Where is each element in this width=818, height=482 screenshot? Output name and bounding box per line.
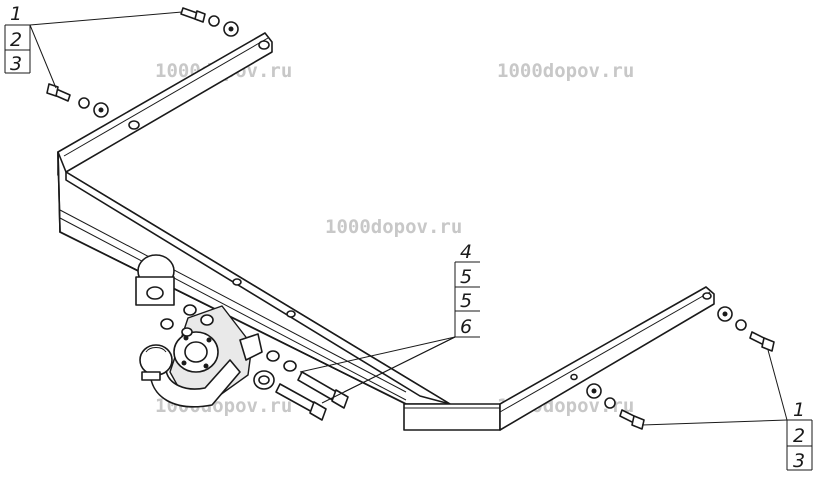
callout-top-left: 1 2 3 bbox=[4, 3, 183, 89]
callout-label-5b: 5 bbox=[460, 290, 472, 312]
watermark-center: 1000dopov.ru bbox=[325, 216, 462, 238]
main-crossbeam bbox=[57, 151, 451, 405]
callout-label-2-bottom: 2 bbox=[793, 425, 805, 447]
bolt-set-center bbox=[266, 350, 349, 421]
left-side-bracket bbox=[57, 32, 273, 228]
callout-label-5a: 5 bbox=[460, 266, 472, 288]
callout-label-4: 4 bbox=[460, 241, 472, 263]
electrical-socket bbox=[135, 254, 175, 306]
callout-label-6: 6 bbox=[460, 316, 472, 338]
callout-label-1-bottom: 1 bbox=[793, 399, 805, 421]
fastener-set-bottom bbox=[586, 306, 775, 430]
hitch-fasteners bbox=[160, 278, 296, 337]
right-side-bracket bbox=[403, 286, 715, 431]
callout-label-2: 2 bbox=[10, 29, 22, 51]
callout-label-3: 3 bbox=[10, 53, 22, 75]
watermark-top-right: 1000dopov.ru bbox=[497, 60, 634, 82]
callout-label-1: 1 bbox=[10, 3, 22, 25]
callout-label-3-bottom: 3 bbox=[793, 450, 805, 472]
callout-center: 4 5 5 6 bbox=[299, 241, 480, 404]
callout-bottom-right: 1 2 3 bbox=[641, 349, 813, 472]
